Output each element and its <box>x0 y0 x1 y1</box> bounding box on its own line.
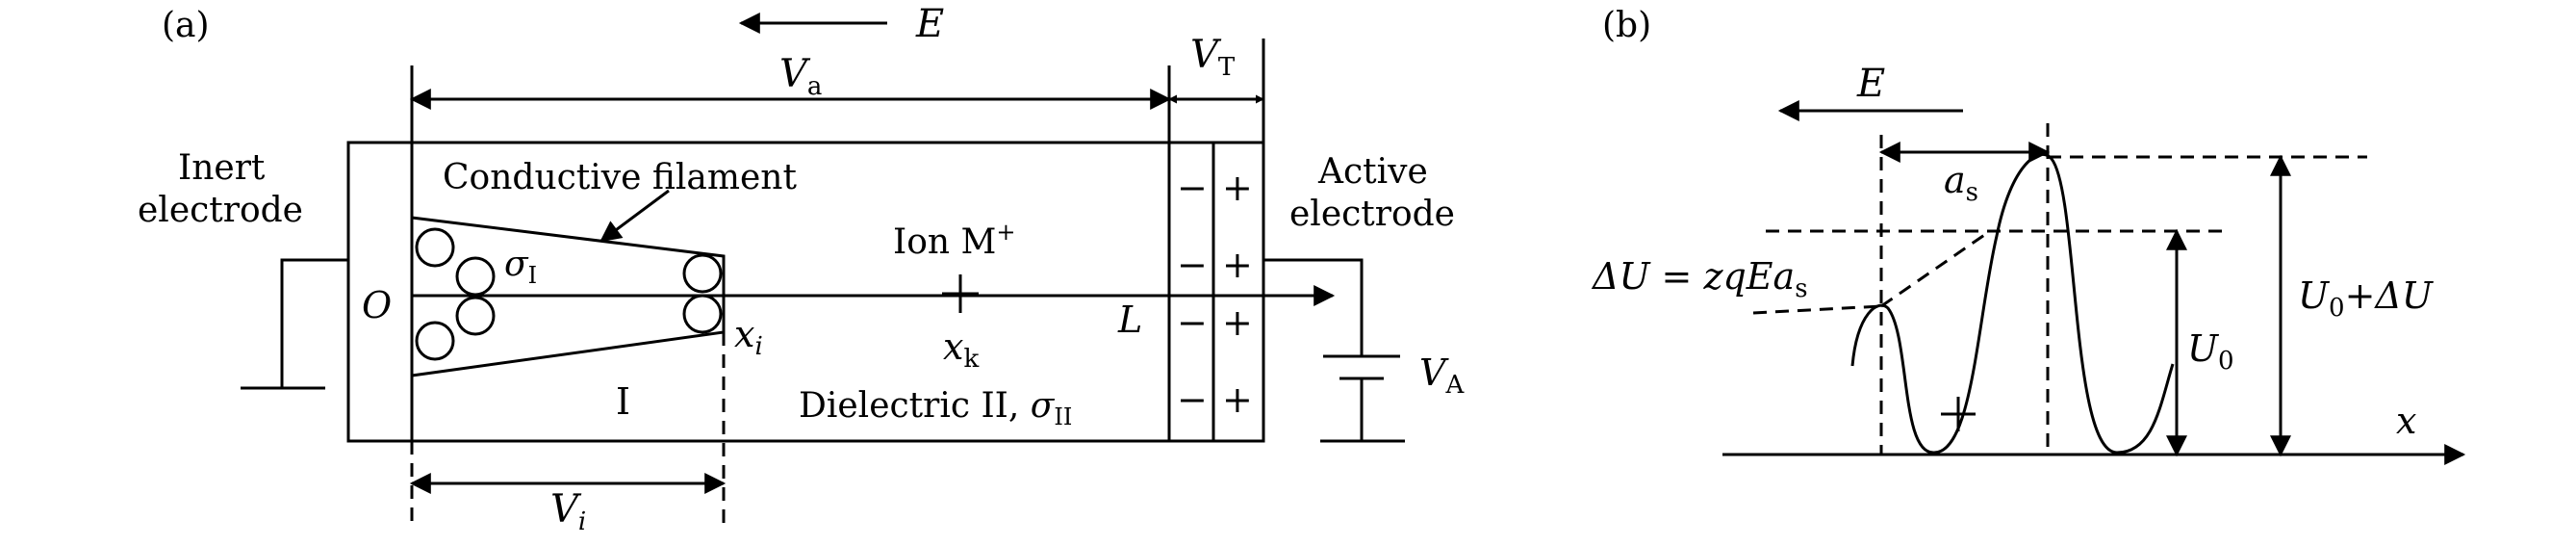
xk-label: xk <box>943 325 979 374</box>
u0-delta-label: U0+ΔU <box>2298 274 2435 323</box>
inert-electrode-label-line2: electrode <box>138 191 303 230</box>
length-label: L <box>1117 299 1142 341</box>
ground-wire <box>280 258 348 388</box>
vt-label: VT <box>1190 33 1236 82</box>
delta-u-level-dashed <box>1752 304 1882 315</box>
minus-charge: − <box>1177 378 1208 421</box>
filament-atom <box>682 253 723 294</box>
minus-charge: − <box>1177 167 1208 209</box>
ion-label: Ion M+ <box>893 219 1016 262</box>
potential-curve <box>1850 153 2175 455</box>
x-axis-label: x <box>2396 400 2416 442</box>
u0-label: U0 <box>2187 327 2234 376</box>
filament-atom <box>415 227 455 268</box>
filament-atom <box>415 321 455 361</box>
plus-charge: + <box>1222 244 1253 286</box>
field-label-a: E <box>915 2 944 46</box>
inert-electrode-label-line1: Inert <box>178 148 266 188</box>
filament-atom <box>682 294 723 334</box>
region-one-label: I <box>616 380 630 423</box>
delta-u-label: ΔU = zqEas <box>1591 255 1808 303</box>
panel-b: (b) E x as ΔU = zqEas U0 U0+ΔU <box>1591 6 2466 465</box>
plus-charge: + <box>1222 378 1253 421</box>
active-electrode-label-line1: Active <box>1317 152 1428 192</box>
filament-atom <box>455 256 496 297</box>
va-label: Va <box>779 52 822 101</box>
panel-a: (a) E Va VT O Inert electrode I Dielectr… <box>138 2 1465 536</box>
dielectric-label: Dielectric II, σII <box>799 386 1072 430</box>
panel-a-tag: (a) <box>162 6 210 45</box>
filament-atom <box>455 296 496 336</box>
xi-label: xi <box>734 313 763 361</box>
boundary-plus-column <box>1211 141 1265 443</box>
source-wire <box>1263 258 1364 356</box>
filament-label: Conductive filament <box>443 158 797 197</box>
minus-charge: − <box>1177 244 1208 286</box>
filament-pointer-arrow <box>599 189 670 243</box>
plus-charge: + <box>1222 167 1253 209</box>
origin-label: O <box>362 284 392 326</box>
delta-u-slope-dashed <box>1880 229 1991 308</box>
minus-charge: − <box>1177 301 1208 344</box>
panel-b-tag: (b) <box>1602 6 1651 45</box>
vi-label: Vi <box>550 487 586 536</box>
sigma-i-label: σI <box>504 245 537 289</box>
field-label-b: E <box>1856 62 1885 106</box>
active-electrode-label-line2: electrode <box>1289 195 1455 234</box>
as-label: as <box>1944 159 1978 207</box>
va-source-label: VA <box>1419 351 1465 400</box>
plus-charge: + <box>1222 301 1253 344</box>
